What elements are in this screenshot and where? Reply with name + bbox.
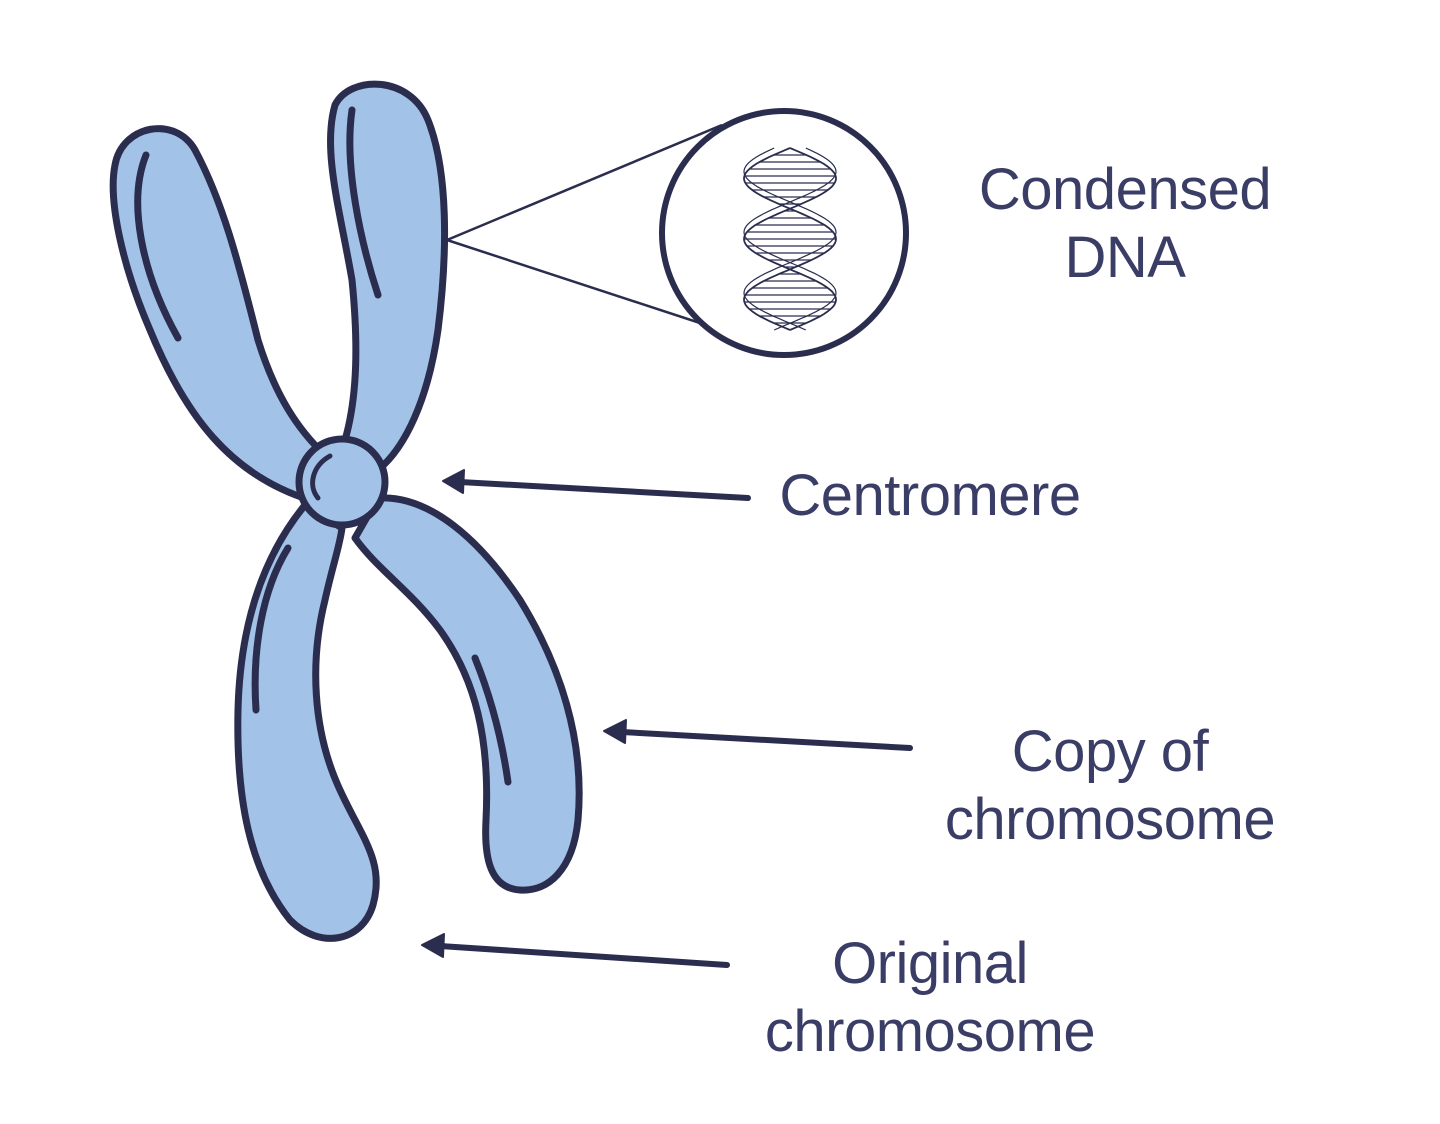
original-chromosome-arm — [234, 501, 380, 942]
condensed-dna-label-line-2: DNA — [1064, 225, 1186, 290]
copy-of-chromosome-arrow — [603, 719, 913, 751]
condensed-dna-label-line-1: Condensed — [978, 157, 1272, 222]
upper-right-arm-highlight — [346, 106, 382, 299]
centromere-label: Centromere — [760, 462, 1100, 530]
condensed-dna-inset — [659, 108, 909, 358]
original-chromosome-arrow — [421, 933, 730, 968]
upper-left-arm — [109, 125, 329, 504]
dna-double-helix-icon — [743, 147, 837, 331]
helix-strand — [743, 147, 837, 331]
copy-of-chromosome-arm — [351, 494, 583, 894]
centromere-arrow — [442, 469, 751, 501]
zoom-line-top — [446, 123, 723, 242]
original-chromosome-label-line-1: Original — [832, 931, 1028, 996]
copy-of-chromosome-label: Copy of chromosome — [920, 718, 1300, 854]
original-chromosome-label: Original chromosome — [740, 930, 1120, 1066]
original-chromosome-label-line-2: chromosome — [764, 999, 1096, 1064]
helix-strand — [743, 147, 837, 331]
zoom-line-bottom — [446, 238, 701, 325]
upper-left-arm-highlight — [134, 151, 182, 342]
helix-strand — [743, 147, 837, 331]
copy-of-chromosome-label-line-2: chromosome — [944, 787, 1276, 852]
condensed-dna-label: Condensed DNA — [960, 156, 1290, 292]
upper-right-arm — [327, 80, 449, 474]
copy-of-chromosome-highlight — [471, 654, 512, 786]
helix-strand — [743, 147, 837, 331]
copy-of-chromosome-label-line-1: Copy of — [1011, 719, 1209, 784]
centromere-highlight — [310, 453, 333, 501]
centromere-label-line-1: Centromere — [779, 463, 1081, 528]
original-chromosome-highlight — [251, 544, 292, 714]
